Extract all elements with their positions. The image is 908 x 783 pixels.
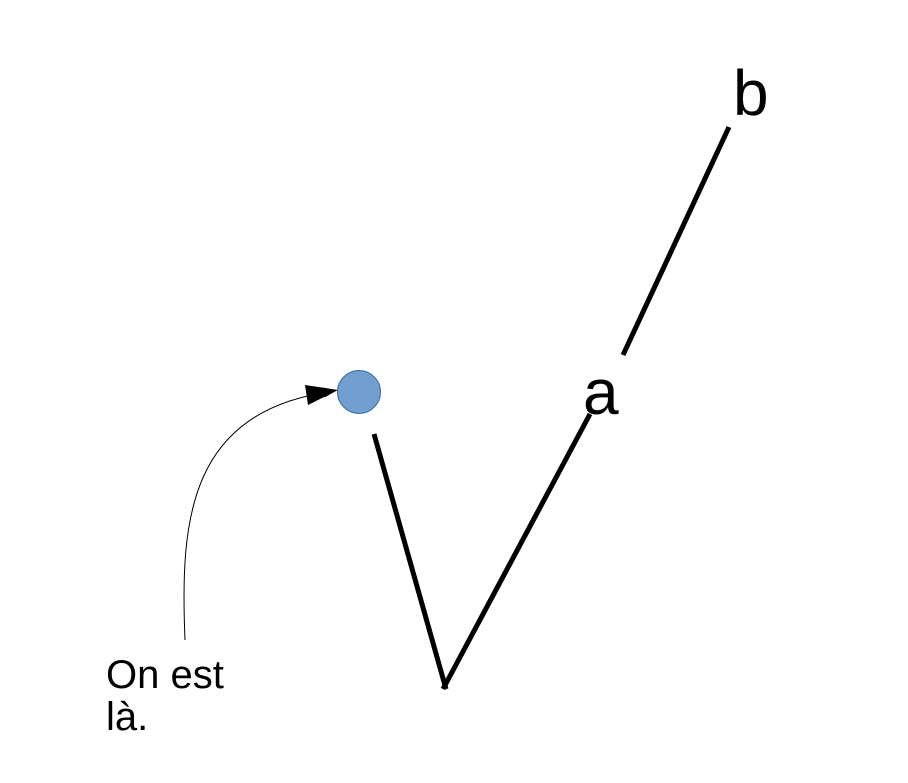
path-segment-left-descender bbox=[371, 433, 449, 690]
arrowhead-icon bbox=[305, 385, 338, 405]
path-segment-a-to-b bbox=[620, 125, 732, 357]
label-a: a bbox=[583, 356, 619, 428]
label-b: b bbox=[733, 57, 769, 129]
annotation-text: On est là. bbox=[106, 654, 266, 738]
annotation-arrow bbox=[183, 387, 336, 641]
path-segment-valley-to-a bbox=[440, 412, 593, 691]
position-marker bbox=[337, 370, 381, 414]
annotation-line-2: là. bbox=[106, 695, 149, 739]
annotation-line-1: On est bbox=[106, 653, 224, 697]
